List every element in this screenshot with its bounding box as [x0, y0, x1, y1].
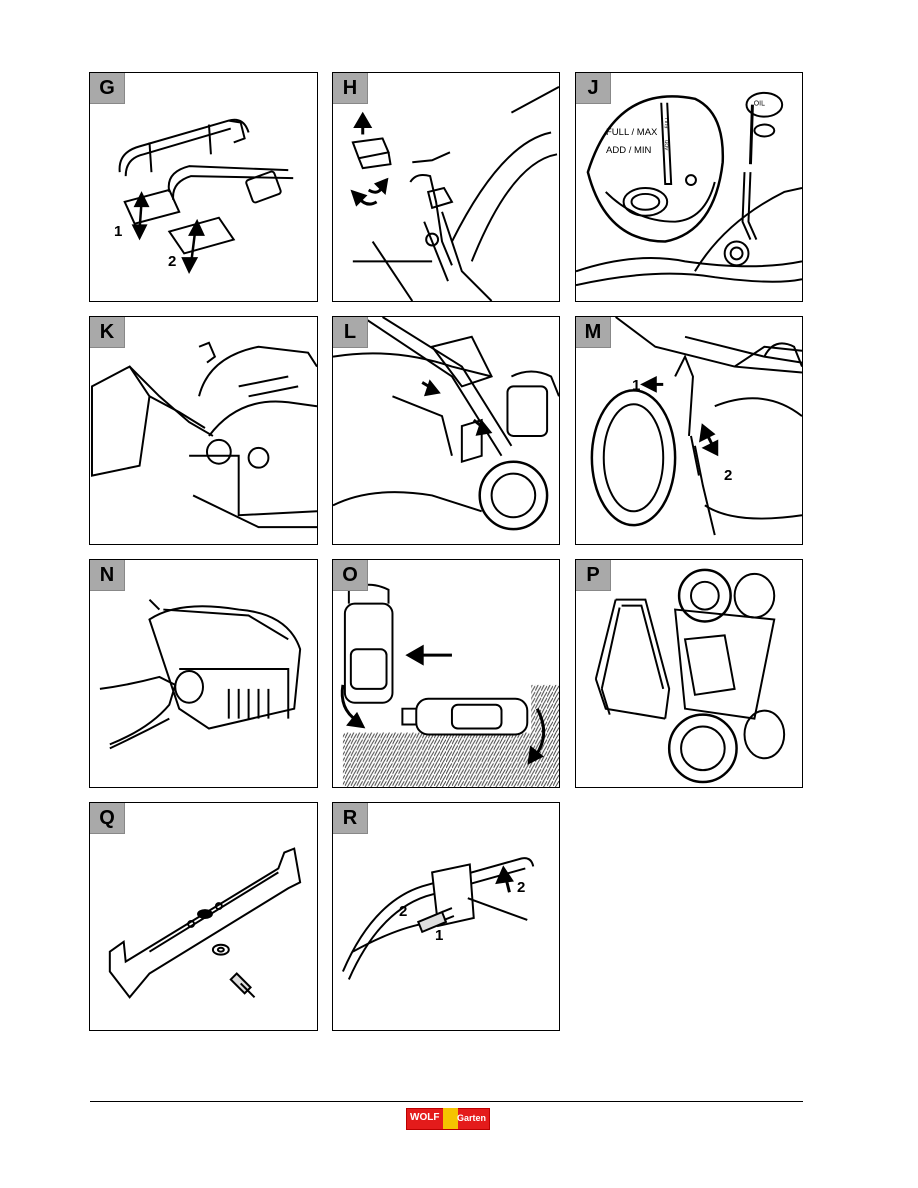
panel-m: M 1 2 — [575, 316, 803, 545]
callout-2-switch: 2 — [399, 903, 408, 920]
handlebar-height-illustration — [118, 118, 294, 275]
callout-2: 2 — [724, 467, 733, 484]
panel-label: N — [90, 560, 125, 591]
handle-switch-illustration — [342, 857, 535, 980]
fuel-cap-illustration — [99, 598, 302, 750]
panel-label: L — [333, 317, 368, 348]
mowing-slope-illustration — [340, 583, 559, 787]
add-min-label: ADD / MIN — [606, 145, 652, 156]
panel-h: H — [332, 72, 560, 302]
panel-g: G 1 2 — [89, 72, 318, 302]
panel-label: K — [90, 317, 125, 348]
panel-q: Q — [89, 802, 318, 1031]
callout-2-arrow: 2 — [517, 879, 526, 896]
full-max-label: FULL / MAX — [606, 127, 658, 138]
panel-j: J OIL FULL ADD FULL / MAX ADD / MIN — [575, 72, 803, 302]
logo-garten-text: Garten — [457, 1113, 487, 1123]
panel-label: G — [90, 73, 125, 104]
panel-l: L — [332, 316, 560, 545]
panel-p: P — [575, 559, 803, 788]
panel-label: J — [576, 73, 611, 104]
panel-k: K — [89, 316, 318, 545]
callout-1: 1 — [435, 927, 444, 944]
grass-box-mount-illustration — [333, 317, 559, 531]
panel-label: H — [333, 73, 368, 104]
cutting-height-adjust-illustration — [590, 317, 802, 536]
cap-text: OIL — [754, 101, 765, 108]
dipstick-mark-add: ADD — [664, 139, 670, 150]
panel-label: M — [576, 317, 611, 348]
blade-replacement-illustration — [108, 847, 302, 999]
callout-1: 1 — [632, 377, 641, 394]
panel-n: N — [89, 559, 318, 788]
fuel-filling-illustration — [90, 341, 317, 529]
panel-label: R — [333, 803, 368, 834]
panel-label: P — [576, 560, 611, 591]
panel-label: Q — [90, 803, 125, 834]
callout-1: 1 — [114, 223, 123, 240]
dipstick-mark-full: FULL — [664, 116, 670, 129]
safety-key-illustration — [350, 86, 559, 301]
callout-2: 2 — [168, 253, 177, 270]
logo-wolf-text: WOLF — [410, 1112, 440, 1123]
mower-upright-storage-illustration — [594, 568, 786, 784]
footer-divider — [90, 1101, 803, 1102]
oil-dipstick-illustration: OIL FULL ADD — [576, 91, 802, 287]
panel-r: R 2 2 1 — [332, 802, 560, 1031]
wolf-head-icon — [443, 1108, 458, 1129]
panel-o: O — [332, 559, 560, 788]
wolf-garten-logo: WOLF Garten — [406, 1108, 490, 1130]
panel-label: O — [333, 560, 368, 591]
